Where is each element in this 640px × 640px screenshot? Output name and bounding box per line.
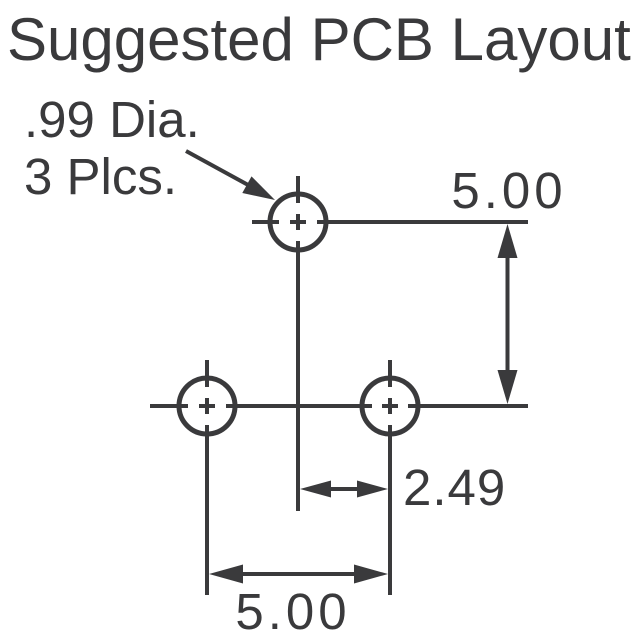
dim-label-center-offset: 2.49 bbox=[403, 459, 507, 516]
callout-places-text: 3 Plcs. bbox=[24, 148, 178, 205]
hole-bottom-left bbox=[150, 360, 238, 437]
hole-callout: .99 Dia. 3 Plcs. bbox=[24, 91, 200, 205]
horizontal-pitch-dimension bbox=[209, 564, 388, 584]
hole-bottom-left-center-mark bbox=[199, 398, 215, 414]
hole-bottom-right bbox=[359, 360, 421, 437]
hole-bottom-right-center-mark bbox=[382, 398, 398, 414]
offset-dim-arrowhead-right-icon bbox=[357, 480, 388, 498]
dim-label-horizontal-pitch: 5.00 bbox=[235, 583, 351, 640]
leader-arrowhead-icon bbox=[242, 176, 275, 200]
hole-top-center-mark bbox=[290, 214, 306, 230]
callout-diameter-text: .99 Dia. bbox=[24, 91, 200, 148]
vertical-dim-arrowhead-up-icon bbox=[497, 224, 518, 258]
horizontal-dim-arrowhead-right-icon bbox=[354, 564, 388, 584]
leader-arrow bbox=[185, 149, 275, 200]
leader-line bbox=[185, 149, 251, 188]
offset-dim-arrowhead-left-icon bbox=[300, 480, 331, 498]
center-offset-dimension bbox=[300, 480, 388, 498]
horizontal-dim-arrowhead-left-icon bbox=[209, 564, 243, 584]
vertical-pitch-dimension bbox=[497, 224, 518, 404]
drawing-title: Suggested PCB Layout bbox=[7, 6, 631, 73]
dim-label-vertical-pitch: 5.00 bbox=[451, 162, 567, 219]
vertical-dim-arrowhead-down-icon bbox=[497, 370, 518, 404]
hole-top bbox=[252, 176, 329, 253]
